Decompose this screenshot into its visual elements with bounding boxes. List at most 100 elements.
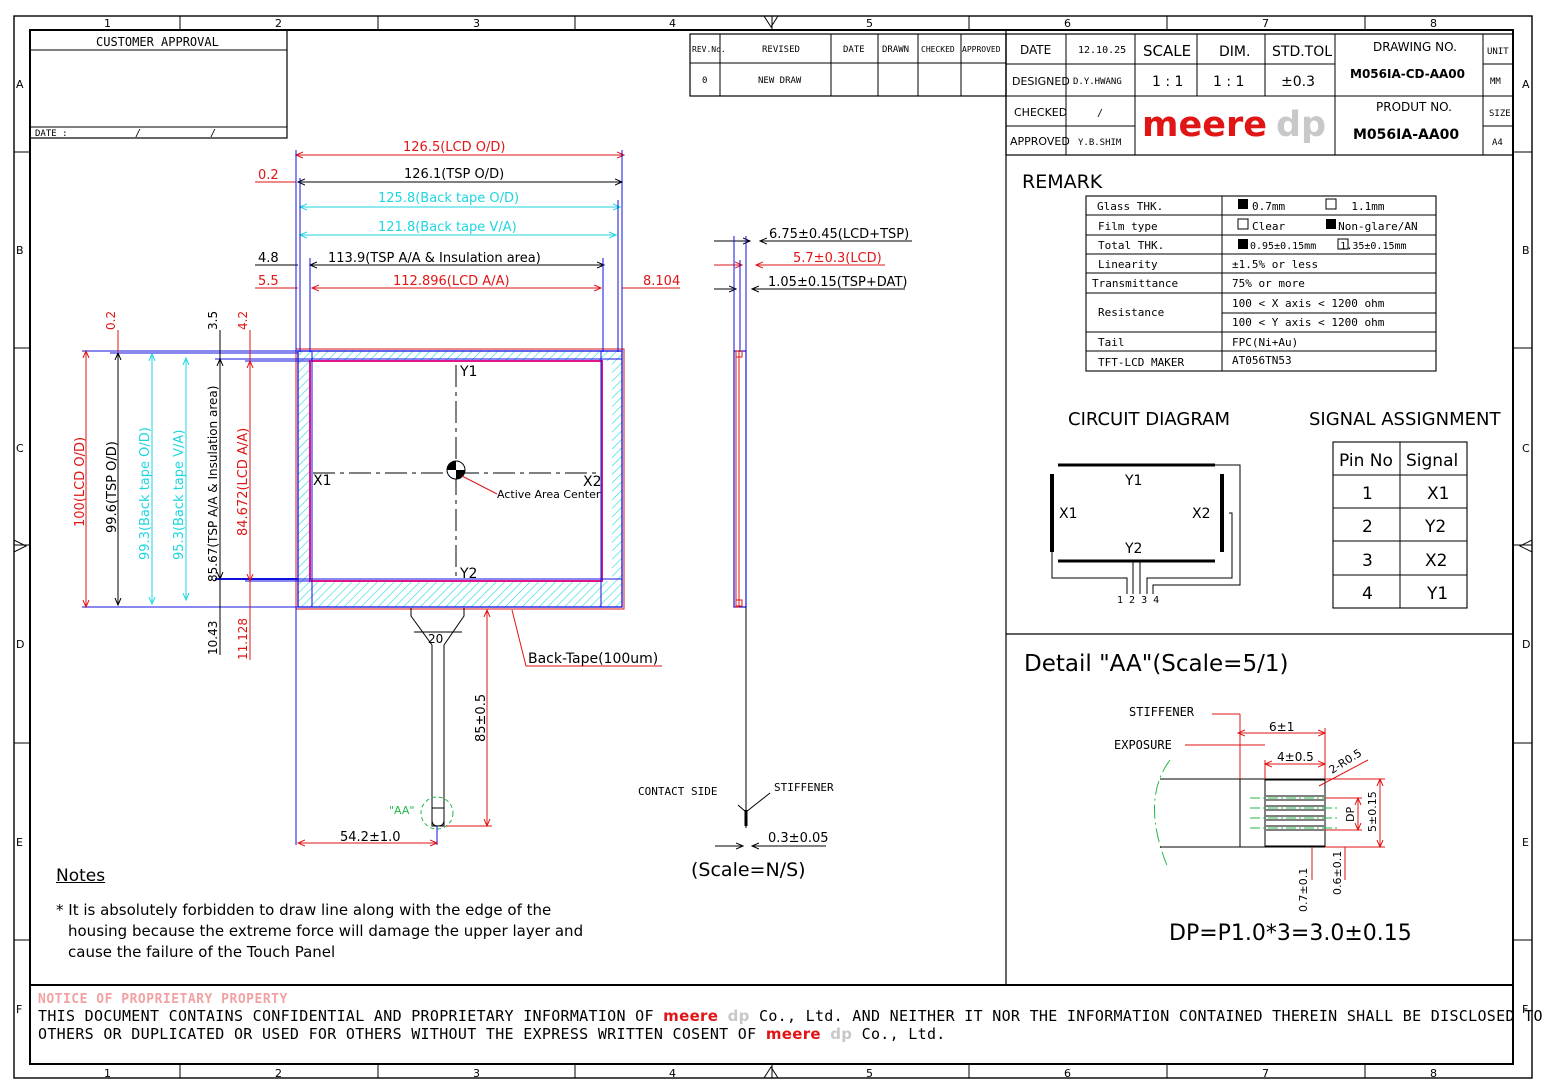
rev-header-revised: REVISED xyxy=(762,45,800,55)
rev-header-drawn: DRAWN xyxy=(882,45,909,55)
company-logo-main: meere xyxy=(1142,105,1267,145)
revision-table-text: REV.No. REVISED DATE DRAWN CHECKED APPRO… xyxy=(692,45,1001,86)
title-block-text: DATE 12.10.25 DESIGNED D.Y.HWANG CHECKED… xyxy=(1010,40,1511,148)
zone-row-e: E xyxy=(16,836,23,849)
front-label-y1: Y1 xyxy=(459,364,477,380)
notice-brand-sub: dp xyxy=(727,1007,750,1025)
tb-approved-value: Y.B.SHIM xyxy=(1078,138,1122,148)
dim-tsp-aa-width: 113.9(TSP A/A & Insulation area) xyxy=(328,251,541,266)
signal-pin: 1 xyxy=(1362,484,1373,504)
tb-product-no-label: PRODUT NO. xyxy=(1376,100,1452,114)
side-stiffener-label: STIFFENER xyxy=(774,781,834,794)
remark-checkboxes xyxy=(1237,198,1349,250)
tb-scale-value: 1 : 1 xyxy=(1152,74,1183,90)
zone-row-a: A xyxy=(16,78,24,91)
rev-header-date: DATE xyxy=(843,45,865,55)
signal-pin: 2 xyxy=(1362,517,1373,537)
signal-pin: 3 xyxy=(1362,551,1373,571)
side-dim-tsp: 1.05±0.15(TSP+DAT) xyxy=(768,275,907,290)
checkbox-checked-icon xyxy=(1326,219,1336,229)
zone-row-b: B xyxy=(16,244,24,257)
front-label-x1: X1 xyxy=(313,473,332,489)
approval-date-sep: / xyxy=(135,128,141,139)
remark-value: 100 < Y axis < 1200 ohm xyxy=(1232,316,1385,329)
dim-backtape-od-height: 99.3(Back tape O/D) xyxy=(138,427,153,560)
zone-col-7: 7 xyxy=(1262,17,1269,30)
dim-tsp-od-height: 99.6(TSP O/D) xyxy=(105,441,120,533)
notice-brand-main: meere xyxy=(663,1007,719,1025)
remark-label: Resistance xyxy=(1098,306,1164,319)
zone-labels: 1 2 3 4 5 6 7 8 1 2 3 4 5 6 7 8 A B C D … xyxy=(16,17,1530,1080)
notice-brand-sub: dp xyxy=(830,1025,853,1043)
tb-product-no: M056IA-AA00 xyxy=(1353,127,1459,143)
zone-col-4-bottom: 4 xyxy=(669,1067,676,1080)
customer-approval-box: CUSTOMER APPROVAL DATE : / / xyxy=(29,29,288,139)
remark-value: AT056TN53 xyxy=(1232,354,1292,367)
dim-tail-position: 54.2±1.0 xyxy=(340,830,401,845)
detail-formula: DP=P1.0*3=3.0±0.15 xyxy=(1169,921,1412,946)
zone-col-7-bottom: 7 xyxy=(1262,1067,1269,1080)
signal-name: Y2 xyxy=(1424,517,1446,537)
dim-lcd-od-height: 100(LCD O/D) xyxy=(73,437,88,527)
front-label-x2: X2 xyxy=(583,474,602,490)
signal-header-pin: Pin No xyxy=(1339,451,1393,471)
revision-table xyxy=(689,33,1007,97)
dim-bottom-11128: 11.128 xyxy=(236,618,250,660)
detail-dim-6: 6±1 xyxy=(1269,720,1294,734)
rev-row-revised: NEW DRAW xyxy=(758,76,802,86)
zone-col-4: 4 xyxy=(669,17,676,30)
side-dim-lcd: 5.7±0.3(LCD) xyxy=(793,251,882,266)
tb-size-label: SIZE xyxy=(1489,109,1511,119)
circuit-label-y2: Y2 xyxy=(1124,541,1142,557)
side-scale-label: (Scale=N/S) xyxy=(691,859,806,881)
tb-drawing-no: M056IA-CD-AA00 xyxy=(1350,67,1465,81)
remark-label: Glass THK. xyxy=(1097,200,1163,213)
customer-approval-title: CUSTOMER APPROVAL xyxy=(96,35,219,49)
signal-header-signal: Signal xyxy=(1406,451,1458,471)
notes-line: housing because the extreme force will d… xyxy=(68,922,584,940)
circuit-label-y1: Y1 xyxy=(1124,473,1142,489)
dim-backtape-od-width: 125.8(Back tape O/D) xyxy=(378,191,519,206)
remark-value: ±1.5% or less xyxy=(1232,258,1318,271)
title-block xyxy=(1005,33,1514,156)
signal-assignment-title: SIGNAL ASSIGNMENT xyxy=(1309,409,1501,430)
remark-label: Total THK. xyxy=(1098,239,1164,252)
remark-table xyxy=(1085,195,1437,372)
signal-name: Y1 xyxy=(1426,584,1448,604)
zone-row-a-right: A xyxy=(1522,78,1530,91)
detail-dim-4: 4±0.5 xyxy=(1277,750,1314,764)
checkbox-empty-icon xyxy=(1237,218,1249,230)
detail-exposure-label: EXPOSURE xyxy=(1114,738,1172,752)
detail-dim-dp: DP xyxy=(1344,807,1357,822)
sheet-frame xyxy=(13,15,1533,1079)
zone-row-e-right: E xyxy=(1522,836,1529,849)
remark-table-text: Glass THK. Film type Total THK. Linearit… xyxy=(1092,200,1418,369)
zone-col-1-bottom: 1 xyxy=(104,1067,111,1080)
dim-top-02: 0.2 xyxy=(104,311,118,330)
remark-value: 100 < X axis < 1200 ohm xyxy=(1232,297,1385,310)
notice-line-1: THIS DOCUMENT CONTAINS CONFIDENTIAL AND … xyxy=(38,1007,1542,1025)
signal-table-text: Pin No Signal 1 X1 2 Y2 3 X2 4 Y1 xyxy=(1339,451,1458,604)
remark-label: Film type xyxy=(1098,220,1158,233)
zone-col-2-bottom: 2 xyxy=(275,1067,282,1080)
notes-title: Notes xyxy=(56,866,106,886)
notice-text: Co., Ltd. AND NEITHER IT NOR THE INFORMA… xyxy=(749,1007,1543,1025)
zone-col-5: 5 xyxy=(866,17,873,30)
tb-approved-label: APPROVED xyxy=(1010,135,1070,148)
zone-col-2: 2 xyxy=(275,17,282,30)
dim-bottom-1043: 10.43 xyxy=(206,621,220,655)
remark-value: 0.7mm 1.1mm xyxy=(1252,200,1385,213)
tb-date-label: DATE xyxy=(1020,43,1051,57)
remark-label: TFT-LCD MAKER xyxy=(1098,356,1184,369)
signal-table xyxy=(1332,441,1468,609)
approval-date-label: DATE : xyxy=(35,129,68,139)
detail-dim-5: 5±0.15 xyxy=(1366,791,1379,832)
proprietary-notice: NOTICE OF PROPRIETARY PROPERTY THIS DOCU… xyxy=(38,992,1542,1043)
tb-checked-value: / xyxy=(1097,108,1103,119)
dim-top-35: 3.5 xyxy=(206,311,220,330)
notes-line: * It is absolutely forbidden to draw lin… xyxy=(56,901,552,919)
notice-text: Co., Ltd. xyxy=(852,1025,946,1043)
side-dim-total: 6.75±0.45(LCD+TSP) xyxy=(769,227,909,242)
checkbox-empty-icon xyxy=(1337,238,1349,250)
